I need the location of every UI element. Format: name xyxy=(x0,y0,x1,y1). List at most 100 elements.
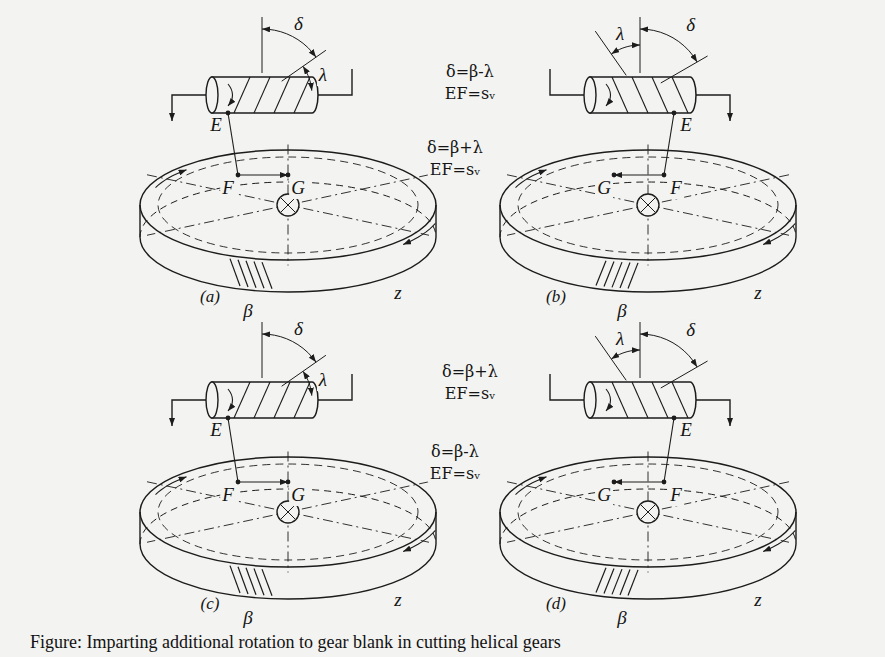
additional-feed-arrow xyxy=(614,481,664,482)
hub xyxy=(637,501,659,523)
hob-body xyxy=(212,382,318,418)
rotation-arrow xyxy=(403,223,435,244)
symbol-label: δ xyxy=(292,13,305,35)
symbol-label: β xyxy=(615,607,628,629)
formula-label: EF=sᵥ xyxy=(443,385,497,403)
tooth-line xyxy=(604,569,614,594)
tooth-line xyxy=(620,570,630,595)
point-dot xyxy=(662,480,667,485)
angle-arc xyxy=(611,45,640,54)
subfigure-label: (d) xyxy=(544,594,568,614)
symbol-label: F xyxy=(668,484,684,506)
formula-label: δ=β-λ xyxy=(429,443,481,461)
additional-feed-arrow xyxy=(614,174,664,175)
rotation-arrow xyxy=(516,477,547,495)
reference-line xyxy=(262,17,263,73)
point-dot xyxy=(672,111,677,116)
hob-thread xyxy=(294,77,310,113)
rotation-arrow xyxy=(156,170,187,188)
additional-feed-arrow xyxy=(238,174,288,175)
hub-cross xyxy=(641,198,655,212)
point-dot xyxy=(662,173,667,178)
hob-end xyxy=(584,382,596,418)
symbol-label: β xyxy=(615,300,628,322)
rotation-arrow xyxy=(156,477,187,495)
tooth-line xyxy=(262,569,272,596)
hob-rotation xyxy=(606,84,611,106)
hob-thread xyxy=(612,77,628,113)
hob-thread xyxy=(234,382,250,418)
subfigure-label: (a) xyxy=(198,287,222,307)
tooth-line xyxy=(246,568,256,595)
angle-arc xyxy=(262,29,316,57)
additional-feed-arrow xyxy=(238,481,288,482)
feed-line xyxy=(228,418,238,482)
hob-thread xyxy=(652,77,668,113)
hob-thread xyxy=(294,382,310,418)
symbol-label: λ xyxy=(317,369,329,391)
tooth-line xyxy=(612,569,622,594)
rotation-arrow xyxy=(403,530,435,551)
symbol-label: F xyxy=(220,484,236,506)
hub-cross xyxy=(641,505,655,519)
hob-thread xyxy=(612,382,628,418)
angle-arc xyxy=(611,350,640,359)
axis-line xyxy=(661,361,708,388)
hob-end xyxy=(206,77,218,113)
figure-caption: Figure: Imparting additional rotation to… xyxy=(30,632,561,653)
symbol-label: G xyxy=(289,177,307,199)
hob-body xyxy=(590,382,696,418)
hob-thread xyxy=(274,77,290,113)
subfigure-label: (c) xyxy=(199,594,222,614)
hob-body xyxy=(212,77,318,113)
symbol-label: F xyxy=(668,177,684,199)
tooth-line xyxy=(254,569,264,596)
symbol-label: z xyxy=(752,282,763,304)
symbol-label: z xyxy=(392,282,403,304)
hob-thread xyxy=(652,382,668,418)
hub-cross xyxy=(281,505,295,519)
point-dot xyxy=(226,416,231,421)
tooth-line xyxy=(628,263,638,289)
feed-line xyxy=(664,418,674,482)
reference-line xyxy=(262,322,263,378)
feed-line xyxy=(664,113,674,175)
axis-line xyxy=(661,56,708,83)
symbol-label: E xyxy=(678,419,694,441)
gear-blank xyxy=(500,145,796,293)
tooth-line xyxy=(254,262,264,289)
symbol-label: λ xyxy=(614,328,626,350)
gear-blank xyxy=(140,145,436,293)
symbol-label: G xyxy=(595,484,613,506)
point-dot xyxy=(236,480,241,485)
symbol-label: δ xyxy=(684,15,697,37)
hob-cutter xyxy=(550,17,730,177)
hob-rotation xyxy=(606,389,611,411)
symbol-label: β xyxy=(241,607,254,629)
formula-label: δ=β-λ xyxy=(444,63,496,81)
symbol-label: G xyxy=(289,484,307,506)
tooth-line xyxy=(596,261,606,286)
subfigure-label: (b) xyxy=(544,287,568,307)
hob-rotation xyxy=(228,389,233,411)
angle-arc xyxy=(303,66,312,90)
symbol-label: E xyxy=(208,114,224,136)
symbol-label: E xyxy=(678,114,694,136)
rotation-arrow xyxy=(763,530,795,551)
hob-thread xyxy=(632,77,648,113)
hob-cutter xyxy=(550,322,730,484)
tooth-line xyxy=(604,262,614,287)
tooth-line xyxy=(262,262,272,289)
hob-cutter xyxy=(172,17,352,177)
symbol-label: G xyxy=(595,177,613,199)
symbol-label: δ xyxy=(684,320,697,342)
formula-label: EF=sᵥ xyxy=(443,85,497,103)
hob-thread xyxy=(672,77,688,113)
hob-thread xyxy=(274,382,290,418)
hob-cutter xyxy=(172,322,352,484)
rotation-arrow xyxy=(763,223,795,244)
hob-end xyxy=(584,77,596,113)
hub-cross xyxy=(281,198,295,212)
hob-rotation xyxy=(228,84,233,106)
